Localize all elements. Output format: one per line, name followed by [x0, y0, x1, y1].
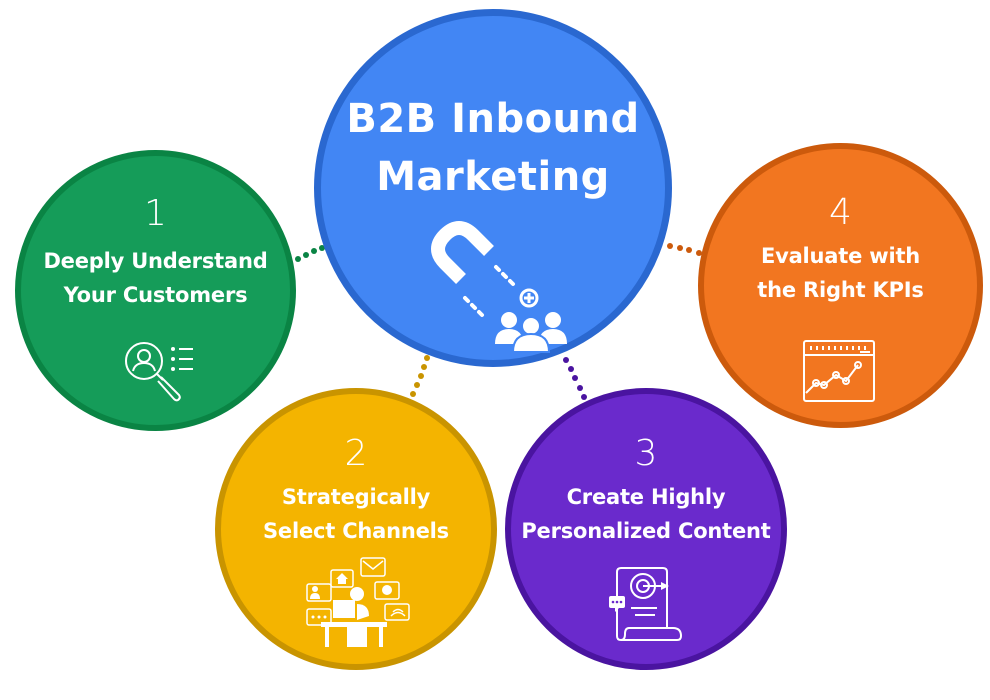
- connector-step-4: [667, 243, 702, 256]
- center-hub: B2B Inbound Marketing: [314, 9, 672, 367]
- title-line-2: Marketing: [376, 154, 610, 200]
- step-number: 2: [344, 433, 368, 474]
- kpi-line-chart-icon: [803, 340, 875, 402]
- diagram-title: B2B Inbound Marketing: [321, 90, 665, 206]
- step-label-line-2: Your Customers: [63, 283, 248, 307]
- connector-step-1: [295, 245, 325, 262]
- step-4-circle: 4 Evaluate with the Right KPIs: [698, 143, 983, 428]
- step-3-circle: 3 Create Highly Personalized Content: [505, 388, 787, 670]
- step-label-line-1: Deeply Understand: [43, 249, 268, 273]
- step-1-circle: 1 Deeply Understand Your Customers: [15, 150, 296, 431]
- customer-search-list-icon: [125, 342, 193, 402]
- magnet-attracting-people-icon: [431, 221, 567, 353]
- step-number: 3: [634, 433, 658, 474]
- title-line-1: B2B Inbound: [346, 96, 640, 142]
- step-label: Create Highly Personalized Content: [511, 480, 781, 548]
- step-label-line-1: Strategically: [281, 485, 431, 509]
- step-number: 1: [144, 193, 167, 234]
- connector-step-2: [410, 355, 430, 397]
- connector-step-3: [563, 357, 587, 400]
- multichannel-workstation-icon: [306, 557, 410, 647]
- step-label-line-1: Evaluate with: [760, 244, 921, 268]
- targeted-content-document-icon: [609, 567, 683, 641]
- step-label-line-2: Select Channels: [263, 519, 449, 543]
- step-label: Evaluate with the Right KPIs: [704, 239, 977, 307]
- step-label: Deeply Understand Your Customers: [21, 244, 290, 312]
- step-number: 4: [829, 192, 852, 233]
- step-label-line-1: Create Highly: [566, 485, 726, 509]
- step-2-circle: 2 Strategically Select Channels: [215, 388, 497, 670]
- step-label: Strategically Select Channels: [221, 480, 491, 548]
- step-label-line-2: Personalized Content: [521, 519, 771, 543]
- step-label-line-2: the Right KPIs: [757, 278, 924, 302]
